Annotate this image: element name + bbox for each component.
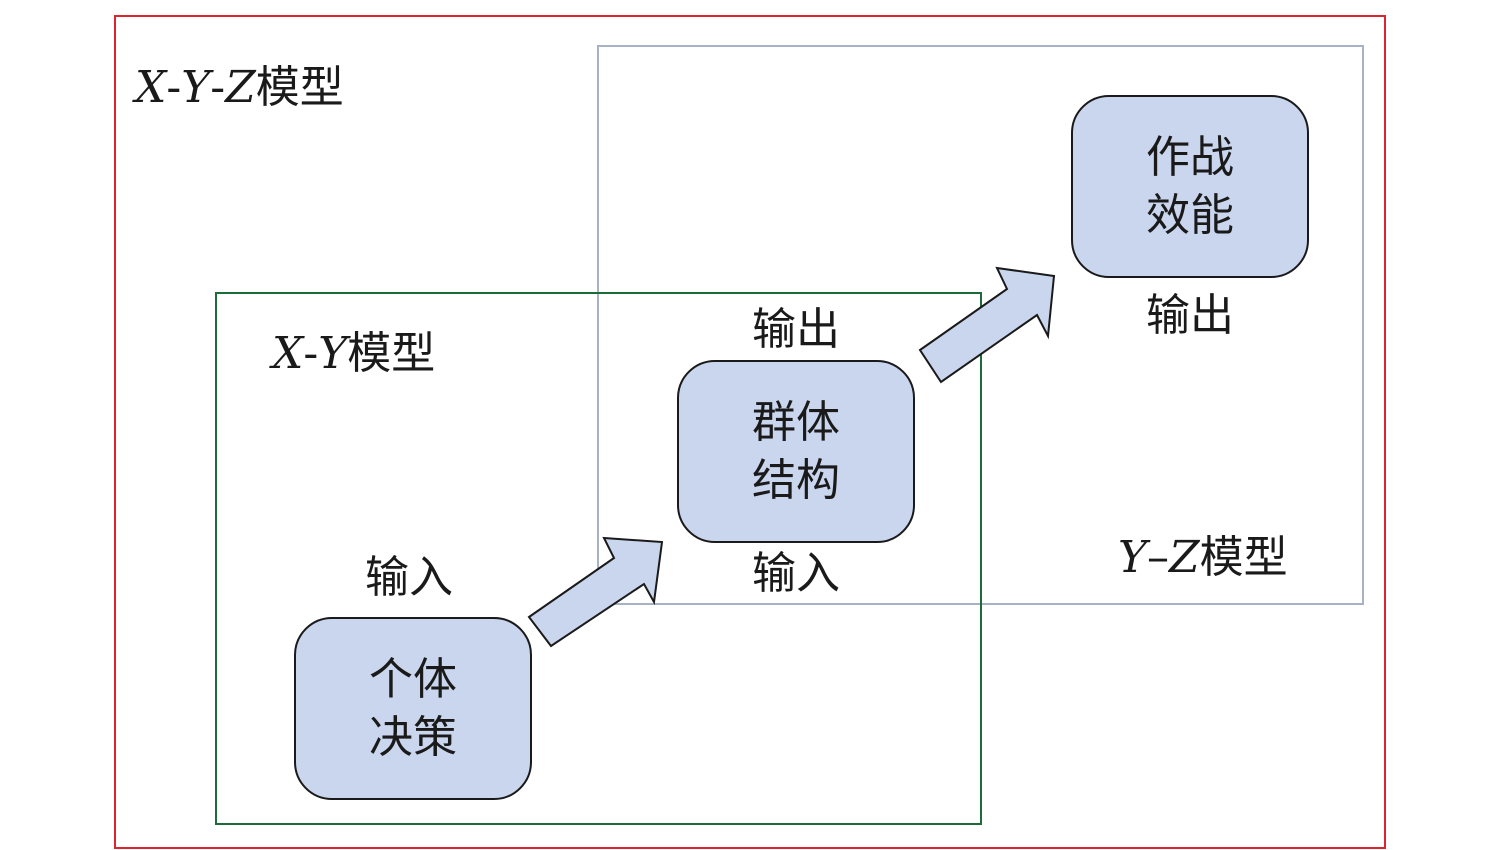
xy-suffix: 模型 <box>347 328 436 379</box>
xyz-var-x: X <box>135 62 167 113</box>
xy-model-label: X-Y模型 <box>272 332 435 376</box>
xy-var-y: Y <box>318 328 348 379</box>
output-label-group: 输出 <box>752 304 840 355</box>
input-label-individual: 输入 <box>365 552 453 603</box>
xyz-model-frame <box>114 15 1386 849</box>
xy-sep-1: - <box>303 328 319 379</box>
input-label-group: 输入 <box>752 548 840 599</box>
xyz-var-z: Z <box>225 62 256 113</box>
output-label-combat: 输出 <box>1146 290 1234 341</box>
node-individual-decision: 个体 决策 <box>294 617 532 800</box>
node-group-structure: 群体 结构 <box>677 360 915 543</box>
xy-model-frame <box>215 292 982 825</box>
xyz-model-label: X-Y-Z模型 <box>135 66 344 110</box>
yz-var-z: Z <box>1169 532 1200 583</box>
xyz-var-y: Y <box>181 62 211 113</box>
yz-var-y: Y <box>1118 532 1148 583</box>
xyz-sep-1: - <box>166 62 182 113</box>
yz-model-label: Y–Z模型 <box>1118 536 1288 580</box>
yz-suffix: 模型 <box>1199 532 1288 583</box>
yz-sep-1: – <box>1147 532 1170 583</box>
node-combat-effectiveness: 作战 效能 <box>1071 95 1309 278</box>
xyz-suffix: 模型 <box>255 62 344 113</box>
node-individual-line-2: 决策 <box>369 711 457 763</box>
node-group-line-1: 群体 <box>752 396 840 448</box>
node-combat-line-2: 效能 <box>1146 189 1234 241</box>
node-combat-line-1: 作战 <box>1146 131 1234 183</box>
xyz-sep-2: - <box>210 62 226 113</box>
node-individual-line-1: 个体 <box>369 653 457 705</box>
node-group-line-2: 结构 <box>752 454 840 506</box>
xy-var-x: X <box>272 328 304 379</box>
